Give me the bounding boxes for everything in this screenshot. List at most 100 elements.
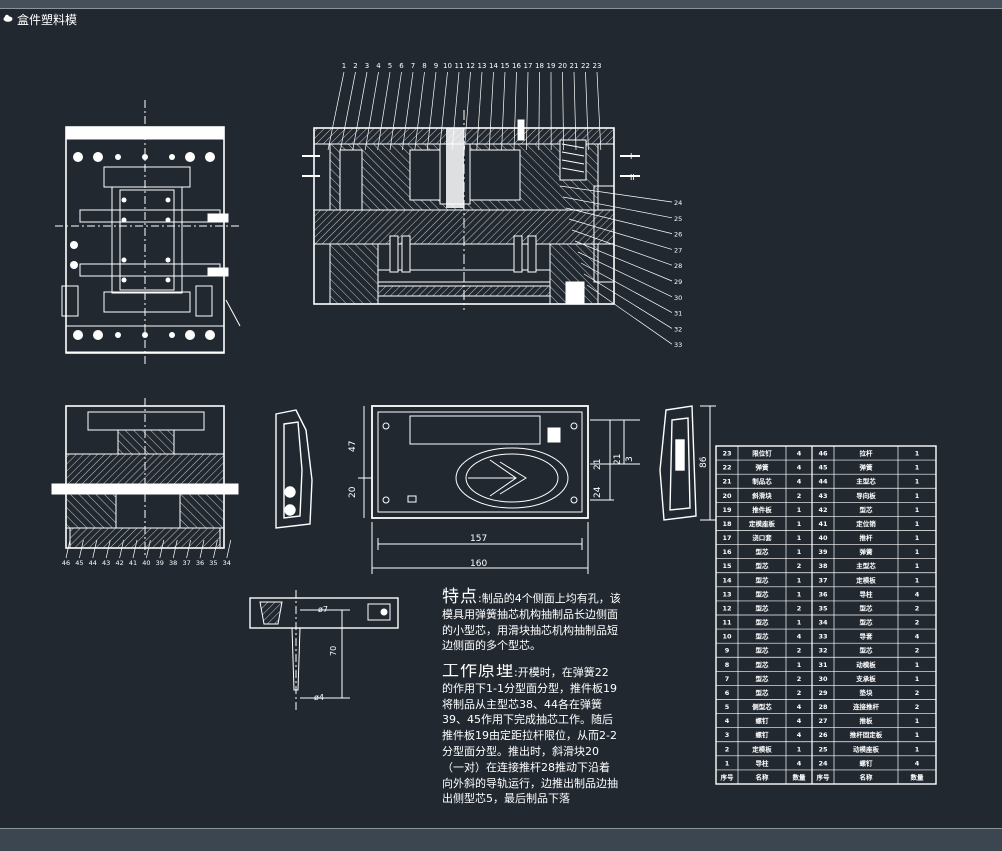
table-cell: 定模板: [855, 575, 876, 584]
table-cell: 型芯: [756, 646, 770, 655]
part-number-label: 34: [223, 559, 231, 567]
table-cell: 弹簧: [756, 463, 770, 472]
table-cell: 1: [797, 520, 802, 528]
part-number-label: 10: [443, 62, 452, 70]
part-number-label: 7: [411, 62, 415, 70]
dim-47: 47: [348, 441, 358, 452]
part-number-label: 5: [388, 62, 392, 70]
table-cell: 型芯: [756, 603, 770, 612]
table-cell: 37: [818, 576, 827, 584]
table-cell: 25: [818, 745, 828, 753]
table-cell: 定位销: [855, 519, 876, 528]
table-cell: 33: [818, 633, 827, 641]
table-cell: 2: [915, 647, 920, 655]
part-number-label: 38: [169, 559, 177, 567]
table-cell: 2: [797, 675, 802, 683]
table-cell: 22: [722, 464, 731, 472]
table-cell: 31: [818, 661, 828, 669]
table-cell: 定模板: [751, 744, 772, 753]
dim-86: 86: [699, 456, 709, 468]
part-number-label: 37: [182, 559, 190, 567]
table-cell: 连接推杆: [853, 702, 880, 711]
table-cell: 型芯: [756, 547, 770, 556]
part-number-label: 24: [674, 199, 682, 207]
table-cell: 型芯: [756, 575, 770, 584]
table-cell: 5: [725, 703, 730, 711]
dim-20: 20: [348, 486, 358, 498]
table-cell: 1: [915, 534, 920, 542]
table-cell: 4: [725, 717, 730, 725]
part-number-label: 12: [466, 62, 475, 70]
table-cell: 1: [915, 731, 920, 739]
table-header-cell: 名称: [860, 772, 874, 781]
dim-3: 3: [625, 456, 635, 462]
table-cell: 1: [797, 619, 802, 627]
table-cell: 推杆固定板: [850, 730, 883, 739]
part-number-label: 30: [674, 294, 682, 302]
table-cell: 4: [915, 759, 920, 767]
part-number-label: 42: [115, 559, 123, 567]
table-cell: 38: [818, 562, 828, 570]
table-cell: 4: [797, 633, 802, 641]
table-cell: 35: [818, 604, 828, 612]
dim-70: 70: [329, 646, 338, 656]
table-cell: 17: [722, 534, 731, 542]
table-cell: 型芯: [860, 603, 874, 612]
table-cell: 45: [818, 464, 828, 472]
table-cell: 13: [722, 590, 731, 598]
table-cell: 弹簧: [860, 463, 874, 472]
part-number-label: 28: [674, 262, 682, 270]
dim-dia-7: ø7: [318, 605, 328, 614]
table-cell: 定模座板: [748, 519, 776, 528]
table-cell: 4: [797, 731, 802, 739]
table-cell: 垫块: [860, 688, 874, 697]
table-cell: 15: [722, 562, 732, 570]
table-cell: 32: [818, 647, 827, 655]
table-cell: 导柱: [860, 589, 874, 598]
status-bar: [0, 828, 1002, 851]
table-cell: 41: [818, 520, 828, 528]
table-cell: 导套: [860, 632, 874, 641]
table-cell: 4: [797, 450, 802, 458]
part-number-label: 31: [674, 310, 682, 318]
main-section-view: [302, 110, 640, 310]
table-cell: 型芯: [756, 632, 770, 641]
table-cell: 型芯: [860, 505, 874, 514]
part-number-label: 16: [512, 62, 521, 70]
table-cell: 型芯: [756, 618, 770, 627]
part-number-label: 14: [489, 62, 498, 70]
part-number-label: 26: [674, 231, 682, 239]
table-cell: 4: [915, 590, 920, 598]
part-number-label: 25: [674, 215, 682, 223]
table-cell: 2: [915, 689, 920, 697]
table-cell: 型芯: [860, 646, 874, 655]
table-cell: 6: [725, 689, 730, 697]
leader-line: [227, 540, 231, 558]
table-cell: 27: [818, 717, 827, 725]
table-cell: 型芯: [756, 674, 770, 683]
table-cell: 动模座板: [853, 744, 880, 753]
table-cell: 1: [915, 576, 920, 584]
part-number-label: 15: [501, 62, 510, 70]
table-cell: 10: [722, 633, 732, 641]
table-cell: 46: [818, 450, 828, 458]
table-cell: 型芯: [756, 561, 770, 570]
table-cell: 导向板: [856, 491, 876, 500]
table-cell: 弹簧: [860, 547, 874, 556]
table-cell: 螺钉: [860, 758, 874, 767]
table-cell: 1: [797, 534, 802, 542]
table-cell: 4: [797, 717, 802, 725]
table-cell: 43: [818, 492, 827, 500]
table-cell: 推件板: [752, 505, 772, 514]
table-cell: 1: [915, 717, 920, 725]
part-number-label: 22: [581, 62, 590, 70]
table-cell: 支承板: [855, 674, 876, 683]
table-cell: 4: [797, 703, 802, 711]
part-number-label: 32: [674, 325, 682, 333]
table-cell: 11: [722, 619, 732, 627]
table-cell: 1: [797, 745, 802, 753]
table-cell: 型芯: [756, 660, 770, 669]
table-cell: 拉杆: [860, 449, 874, 458]
table-cell: 浇口套: [752, 533, 772, 542]
table-cell: 19: [722, 506, 732, 514]
